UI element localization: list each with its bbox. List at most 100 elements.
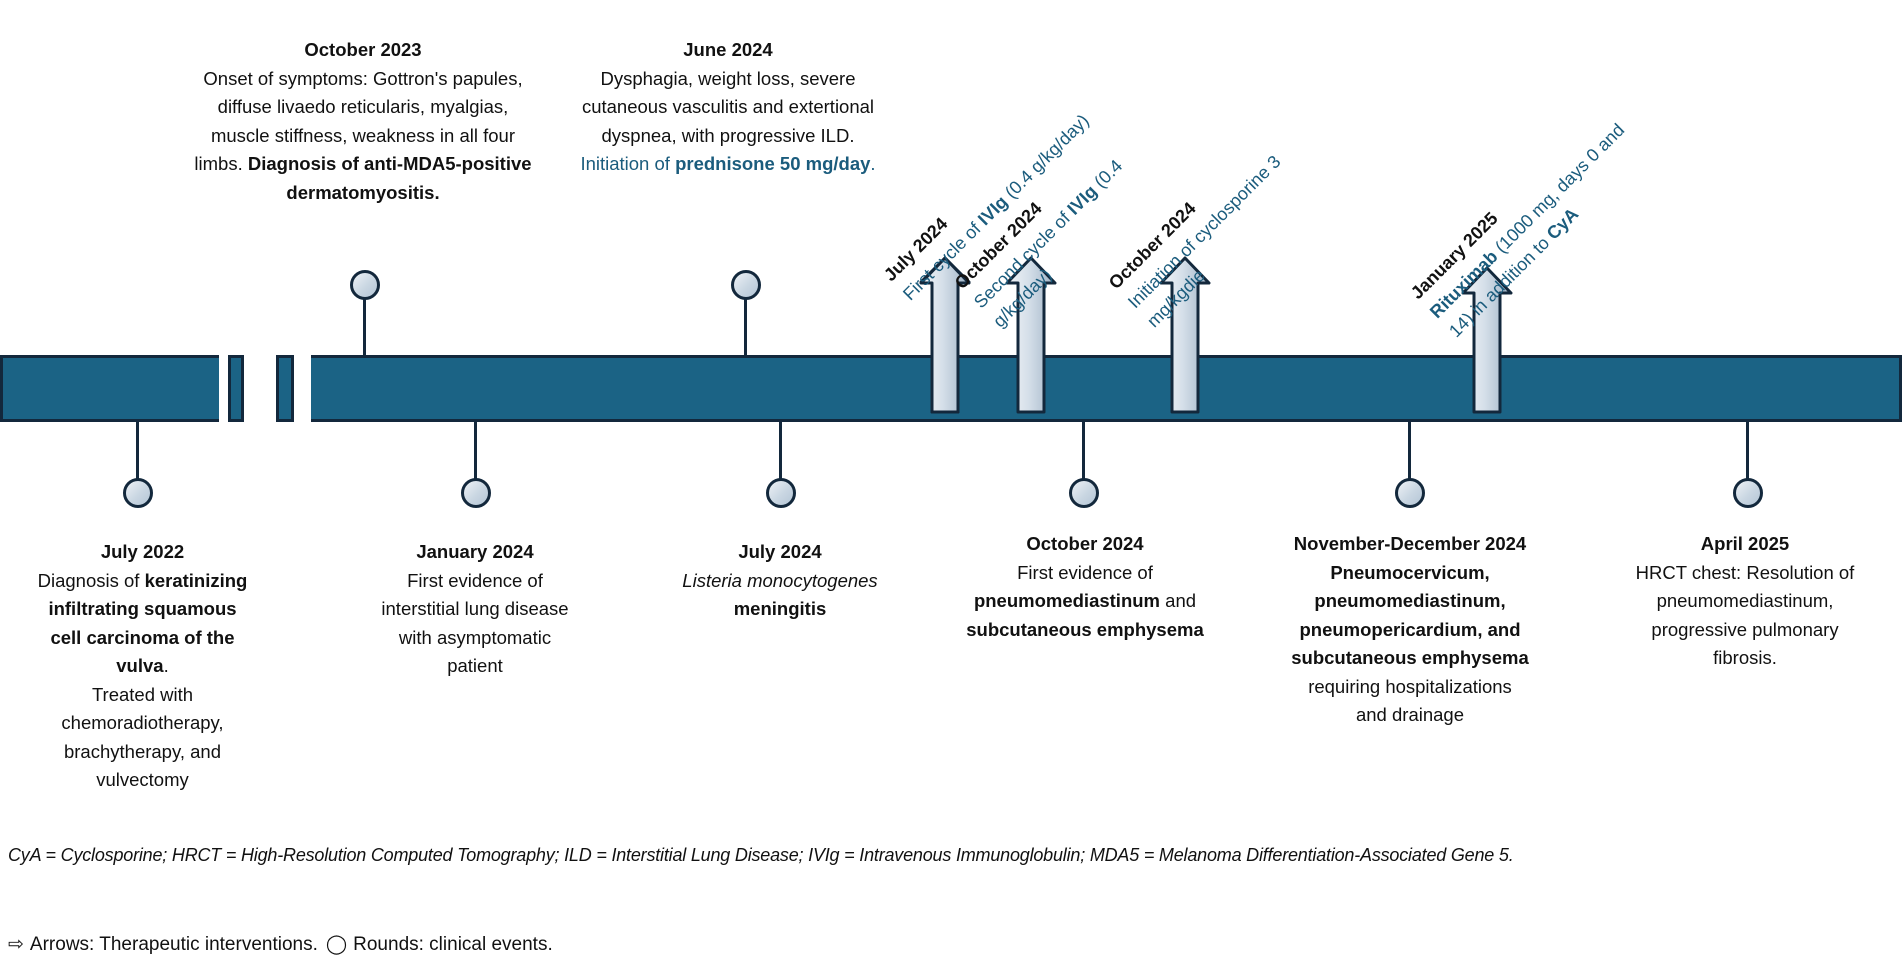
node-oct-2023 — [350, 270, 380, 300]
event-line: HRCT chest: Resolution of — [1595, 559, 1895, 588]
event-text-bold: keratinizing — [144, 569, 248, 591]
event-oct-2023: October 2023 Onset of symptoms: Gottron'… — [188, 36, 538, 207]
node-jul-2022 — [123, 478, 153, 508]
event-line-bold: Diagnosis of anti-MDA5-positive — [247, 153, 532, 174]
intervention-label-rituximab: January 2025 Rituximab (1000 mg, days 0 … — [1405, 99, 1650, 344]
event-text-italic: Listeria monocytogenes — [682, 569, 878, 591]
event-text: and — [1160, 590, 1197, 611]
event-date-jan-2024: January 2024 — [416, 541, 534, 562]
event-line: Onset of symptoms: Gottron's — [203, 67, 448, 89]
event-line: pneumomediastinum and — [945, 587, 1225, 616]
abbreviation-footnote: CyA = Cyclosporine; HRCT = High-Resoluti… — [8, 845, 1514, 865]
event-text-bold: pneumopericardium, and — [1299, 618, 1521, 640]
arrow-legend-icon: ⇨ — [8, 934, 24, 955]
event-jun-2024: June 2024 Dysphagia, weight loss, severe… — [578, 36, 878, 179]
event-line: subcutaneous emphysema — [945, 616, 1225, 645]
event-text: interstitial lung disease — [381, 598, 569, 619]
intervention-detail: Rituximab (1000 mg, days 0 and — [1424, 118, 1631, 325]
event-line: progressive ILD. — [719, 124, 855, 146]
stem-oct-2023 — [363, 285, 366, 357]
node-oct-2024 — [1069, 478, 1099, 508]
event-text: Diagnosis of — [37, 569, 145, 591]
timeline-bar-break-tick-2 — [276, 355, 294, 422]
event-text-bold: pneumomediastinum, — [1314, 590, 1506, 611]
init-suffix: . — [870, 153, 876, 174]
event-line: requiring hospitalizations — [1250, 673, 1570, 702]
event-treatment-line: Initiation of prednisone 50 — [580, 153, 800, 174]
event-line: papules, diffuse livaedo reticularis, — [217, 67, 523, 118]
event-line: infiltrating squamous — [0, 595, 285, 624]
event-text: First evidence of — [1017, 561, 1153, 583]
node-jul-2024 — [766, 478, 796, 508]
init-prefix: Initiation of — [580, 153, 676, 174]
event-line: First evidence of — [340, 567, 610, 596]
event-text-bold: vulva — [116, 655, 164, 676]
event-text-bold: subcutaneous emphysema — [966, 618, 1204, 640]
event-line: First evidence of — [945, 559, 1225, 588]
stem-jul-2022 — [136, 420, 139, 485]
intervention-label-cyclosporine: October 2024 Initiation of cyclosporine … — [1103, 130, 1307, 334]
event-line: pneumomediastinum, — [1595, 587, 1895, 616]
node-nov-dec-2024 — [1395, 478, 1425, 508]
stem-jun-2024 — [744, 285, 747, 357]
event-text: vulvectomy — [96, 769, 189, 790]
event-line: Pneumocervicum, — [1250, 559, 1570, 588]
event-line: meningitis — [650, 595, 910, 624]
timeline-bar-break-tick-1 — [228, 355, 244, 422]
event-line: chemoradiotherapy, — [0, 709, 285, 738]
event-text-bold: subcutaneous emphysema — [1291, 647, 1529, 668]
event-date-apr-2025: April 2025 — [1700, 533, 1790, 554]
stem-nov-dec-2024 — [1408, 420, 1411, 485]
stem-jul-2024 — [779, 420, 782, 485]
event-line: vulva. — [0, 652, 285, 681]
event-date-nov-dec-2024: November-December 2024 — [1293, 533, 1527, 554]
event-date-oct-2024: October 2024 — [1026, 533, 1144, 554]
event-treatment-line2: mg/day. — [806, 153, 876, 174]
timeline-bar-segment-right — [311, 355, 1902, 422]
init-bold: prednisone 50 — [675, 153, 801, 174]
event-date-jul-2022: July 2022 — [100, 541, 185, 562]
node-jun-2024 — [731, 270, 761, 300]
event-line: interstitial lung disease — [340, 595, 610, 624]
round-legend-icon: ◯ — [325, 934, 348, 955]
event-line: and drainage — [1250, 701, 1570, 730]
event-line: fibrosis. — [1595, 644, 1895, 673]
event-line: with asymptomatic — [340, 624, 610, 653]
event-text: with asymptomatic — [398, 626, 552, 648]
event-line: Diagnosis of keratinizing — [0, 567, 285, 596]
arrow-legend-text: Arrows: Therapeutic interventions. — [29, 933, 318, 955]
event-line: brachytherapy, and — [0, 738, 285, 767]
node-apr-2025 — [1733, 478, 1763, 508]
event-text: . — [163, 655, 169, 676]
event-line: pneumomediastinum, — [1250, 587, 1570, 616]
node-jan-2024 — [461, 478, 491, 508]
event-text: patient — [447, 655, 503, 676]
event-line: Treated with — [0, 681, 285, 710]
init-bold2: mg/day — [805, 153, 871, 174]
stem-oct-2024 — [1082, 420, 1085, 485]
event-text-bold: pneumomediastinum — [973, 590, 1161, 611]
event-text-bold: cell carcinoma of the — [50, 626, 235, 648]
event-line: myalgias, muscle stiffness, — [210, 96, 509, 146]
event-line: extertional dyspnea, with — [601, 96, 875, 146]
event-text-bold: infiltrating squamous — [48, 598, 237, 619]
event-line: pneumopericardium, and — [1250, 616, 1570, 645]
event-text: pneumomediastinum, — [1656, 590, 1834, 611]
event-text: First evidence of — [407, 569, 543, 591]
event-text: progressive pulmonary — [1651, 618, 1839, 640]
event-text: requiring hospitalizations — [1308, 675, 1512, 697]
event-date-jun-2024: June 2024 — [683, 39, 773, 60]
event-text-bold: Pneumocervicum, — [1330, 561, 1490, 583]
event-date-jul-2024: July 2024 — [738, 541, 822, 562]
stem-apr-2025 — [1746, 420, 1749, 485]
event-line: weakness in all four limbs. — [194, 124, 516, 175]
round-legend-text: Rounds: clinical events. — [353, 933, 553, 955]
event-text: and drainage — [1355, 704, 1464, 725]
event-text: chemoradiotherapy, — [61, 712, 224, 733]
event-text: fibrosis. — [1713, 647, 1777, 668]
